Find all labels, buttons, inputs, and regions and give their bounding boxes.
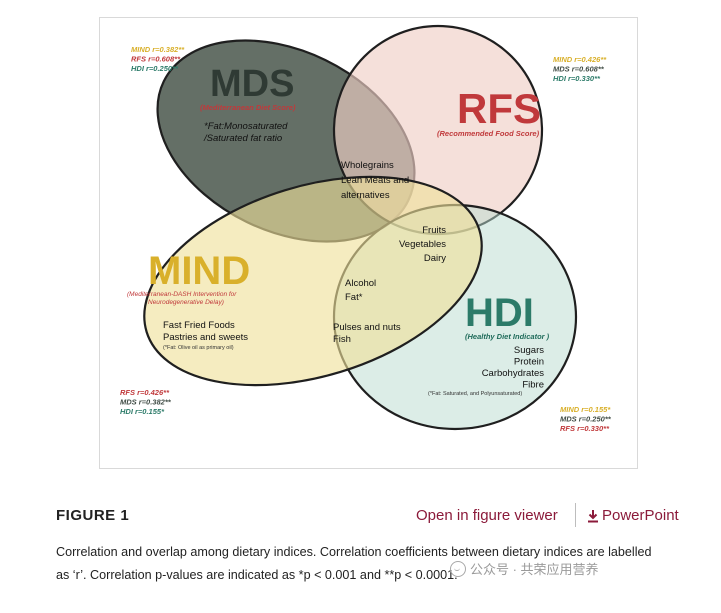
mind-subtitle: (Mediterranean-DASH Intervention for: [127, 291, 237, 298]
hdi-title: HDI: [465, 291, 534, 335]
hdi-subtitle: (Healthy Diet Indicator ): [465, 332, 550, 341]
wechat-icon: [450, 560, 466, 577]
rfs-hdi-item: Vegetables: [399, 239, 446, 250]
mind-correlation: RFS r=0.426**: [120, 388, 170, 397]
hdi-item: Sugars: [514, 345, 544, 356]
download-icon: [588, 509, 598, 522]
center-item: Lean Meats and: [341, 175, 409, 186]
rfs-hdi-item: Dairy: [424, 253, 446, 264]
mind-ellipse: [143, 175, 483, 387]
hdi-correlation: RFS r=0.330**: [560, 424, 610, 433]
rfs-title: RFS: [457, 85, 541, 132]
hdi-correlation: MIND r=0.155*: [560, 405, 611, 414]
rfs-correlation: HDI r=0.330**: [553, 74, 601, 83]
caption-line-1: Correlation and overlap among dietary in…: [56, 545, 652, 559]
pulses-item: Fish: [333, 334, 351, 345]
rfs-correlation: MIND r=0.426**: [553, 55, 607, 64]
rfs-correlation: MDS r=0.608**: [553, 65, 605, 74]
rfs-hdi-item: Fruits: [422, 225, 446, 236]
figure-image[interactable]: MDS(Mediterranean Diet Score) RFS(Recomme…: [99, 17, 638, 469]
mds-correlation: RFS r=0.608**: [131, 55, 181, 64]
mind-correlation: HDI r=0.155*: [120, 407, 165, 416]
hdi-item: Carbohydrates: [482, 368, 545, 379]
hdi-item: Protein: [514, 357, 544, 368]
figure-caption: Correlation and overlap among dietary in…: [56, 541, 676, 587]
hdi-note: (*Fat: Saturated, and Polyunsaturated): [428, 391, 522, 397]
open-figure-viewer-link[interactable]: Open in figure viewer: [416, 507, 558, 524]
mind-note: (*Fat: Olive oil as primary oil): [163, 345, 234, 351]
link-divider: [575, 503, 576, 527]
rfs-subtitle: (Recommended Food Score): [437, 129, 540, 138]
alcohol-item: Alcohol: [345, 278, 376, 289]
center-item: alternatives: [341, 190, 390, 201]
mind-correlation: MDS r=0.382**: [120, 398, 172, 407]
mind-subtitle: Neurodegenerative Delay): [148, 299, 224, 306]
mds-correlation: MIND r=0.382**: [131, 45, 185, 54]
watermark-text: 公众号 · 共荣应用营养: [470, 562, 599, 577]
hdi-item: Fibre: [522, 380, 544, 391]
pulses-item: Pulses and nuts: [333, 322, 401, 333]
mind-item: Pastries and sweets: [163, 332, 248, 343]
center-item: Wholegrains: [341, 160, 394, 171]
hdi-correlation: MDS r=0.250**: [560, 415, 612, 424]
mds-correlation: HDI r=0.250**: [131, 64, 179, 73]
mind-title: MIND: [148, 249, 250, 293]
mds-note: *Fat:Monosaturated: [204, 121, 288, 132]
caption-line-2: as ‘r’. Correlation p-values are indicat…: [56, 568, 458, 582]
venn-diagram: MDS(Mediterranean Diet Score) RFS(Recomme…: [120, 24, 612, 433]
mds-note: /Saturated fat ratio: [203, 133, 282, 144]
mind-item: Fast Fried Foods: [163, 320, 235, 331]
powerpoint-link-label: PowerPoint: [602, 507, 679, 524]
mds-title: MDS: [210, 63, 294, 105]
figure-title: FIGURE 1: [56, 507, 130, 524]
powerpoint-link[interactable]: PowerPoint: [587, 507, 679, 524]
mds-subtitle: (Mediterranean Diet Score): [200, 103, 296, 112]
watermark: 公众号 · 共荣应用营养: [450, 559, 599, 578]
alcohol-item: Fat*: [345, 292, 363, 303]
